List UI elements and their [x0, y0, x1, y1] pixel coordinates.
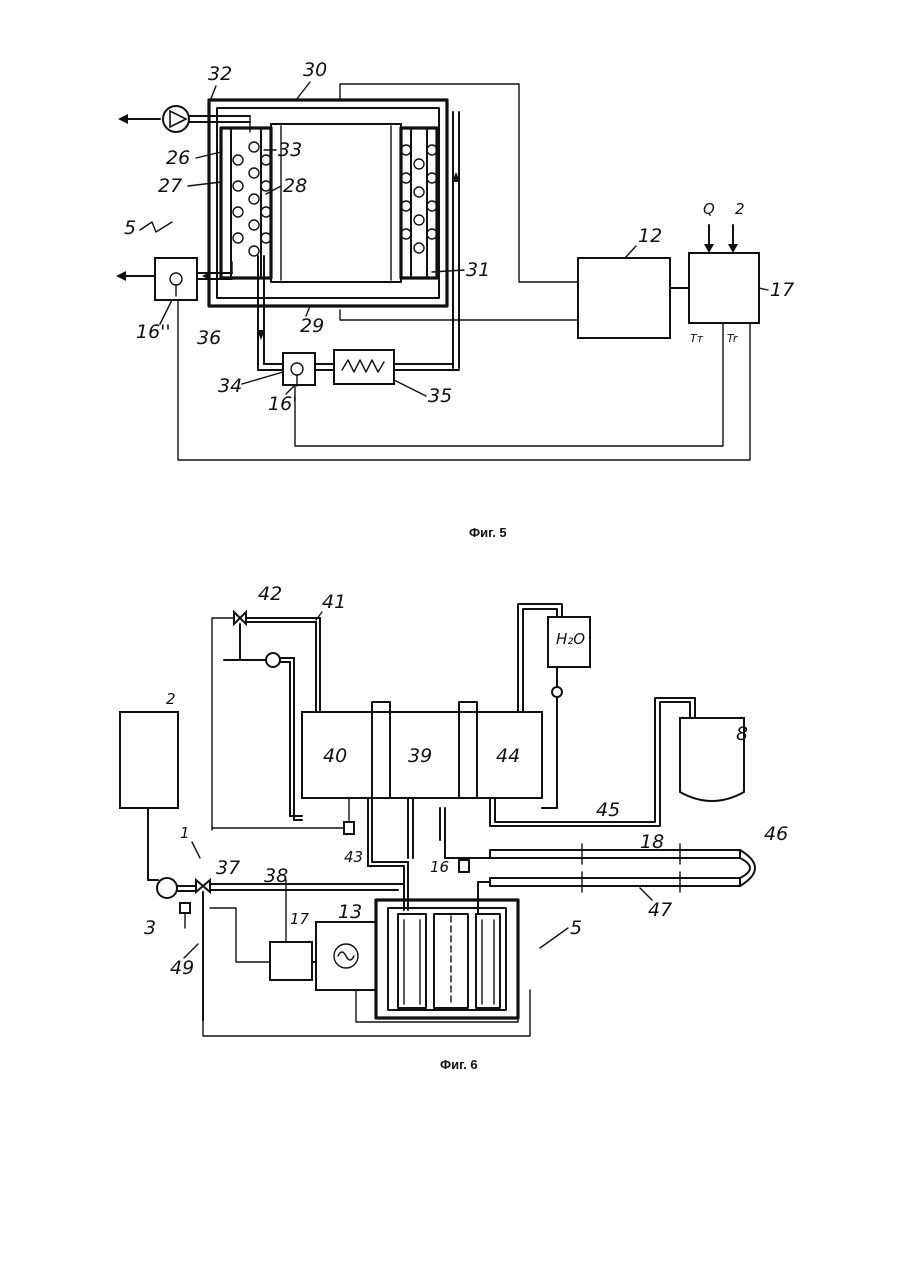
figure-5: 32 30 26 33 27 28 5 31 12 17 Q 2 16'' 36…	[116, 59, 794, 540]
sensor-16p	[283, 353, 315, 386]
sensor-16	[459, 860, 469, 872]
label-44: 44	[496, 745, 520, 767]
label-2: 2	[735, 200, 745, 218]
label-18: 18	[640, 831, 664, 853]
label-33: 33	[278, 139, 302, 161]
pump-3	[157, 878, 177, 898]
reactor-housing	[209, 100, 447, 306]
label-31: 31	[466, 259, 490, 281]
label-42: 42	[258, 583, 282, 605]
valve-37	[196, 880, 210, 892]
label-47: 47	[648, 899, 672, 921]
pump-32	[163, 106, 189, 132]
electrode-elements-right	[401, 145, 437, 253]
label-26: 26	[166, 147, 190, 169]
label-17: 17	[290, 910, 310, 928]
label-1: 1	[180, 824, 190, 842]
label-49: 49	[170, 957, 194, 979]
label-36: 36	[197, 327, 221, 349]
label-tl: Tт	[690, 332, 704, 345]
label-tr: Tr	[727, 332, 739, 345]
reactor-5	[376, 900, 518, 1018]
controller-12	[578, 258, 670, 338]
label-h2o: H₂O	[556, 630, 585, 648]
label-16: 16	[430, 858, 449, 876]
label-41: 41	[322, 591, 346, 613]
label-45: 45	[596, 799, 620, 821]
label-5: 5	[570, 917, 582, 939]
label-40: 40	[323, 745, 347, 767]
heater-35	[334, 350, 394, 384]
label-32: 32	[208, 63, 232, 85]
caption-fig5: Фиг. 5	[469, 525, 507, 540]
label-35: 35	[428, 385, 452, 407]
caption-fig6: Фиг. 6	[440, 1057, 478, 1072]
sensor-43	[344, 822, 354, 834]
label-3: 3	[144, 917, 156, 939]
label-5: 5	[124, 217, 136, 239]
label-16pp: 16''	[136, 321, 171, 343]
label-28: 28	[283, 175, 307, 197]
label-38: 38	[264, 865, 288, 887]
figure-6: 42 41 2 40 39 44 H₂O 8 45 43 16 18 46 1 …	[120, 583, 788, 1072]
label-30: 30	[303, 59, 327, 81]
inlet-arrow	[118, 114, 160, 124]
electrode-elements-left	[233, 142, 271, 256]
label-16p: 16'	[268, 393, 297, 415]
label-8: 8	[736, 723, 748, 745]
controller-17	[689, 253, 759, 323]
label-17: 17	[770, 279, 794, 301]
label-29: 29	[300, 315, 324, 337]
label-46: 46	[764, 823, 788, 845]
controller-17	[270, 942, 312, 980]
tank-2	[120, 712, 178, 808]
valve-42	[234, 612, 246, 624]
label-37: 37	[216, 857, 240, 879]
label-39: 39	[408, 745, 432, 767]
tank-8	[680, 718, 744, 801]
label-43: 43	[344, 848, 363, 866]
label-34: 34	[218, 375, 242, 397]
outlet-sensor-16pp	[116, 258, 232, 300]
label-Q: Q	[703, 200, 715, 218]
heat-exchanger-46	[490, 844, 755, 892]
label-2: 2	[166, 690, 176, 708]
label-12: 12	[638, 225, 662, 247]
label-13: 13	[338, 901, 362, 923]
label-27: 27	[158, 175, 182, 197]
